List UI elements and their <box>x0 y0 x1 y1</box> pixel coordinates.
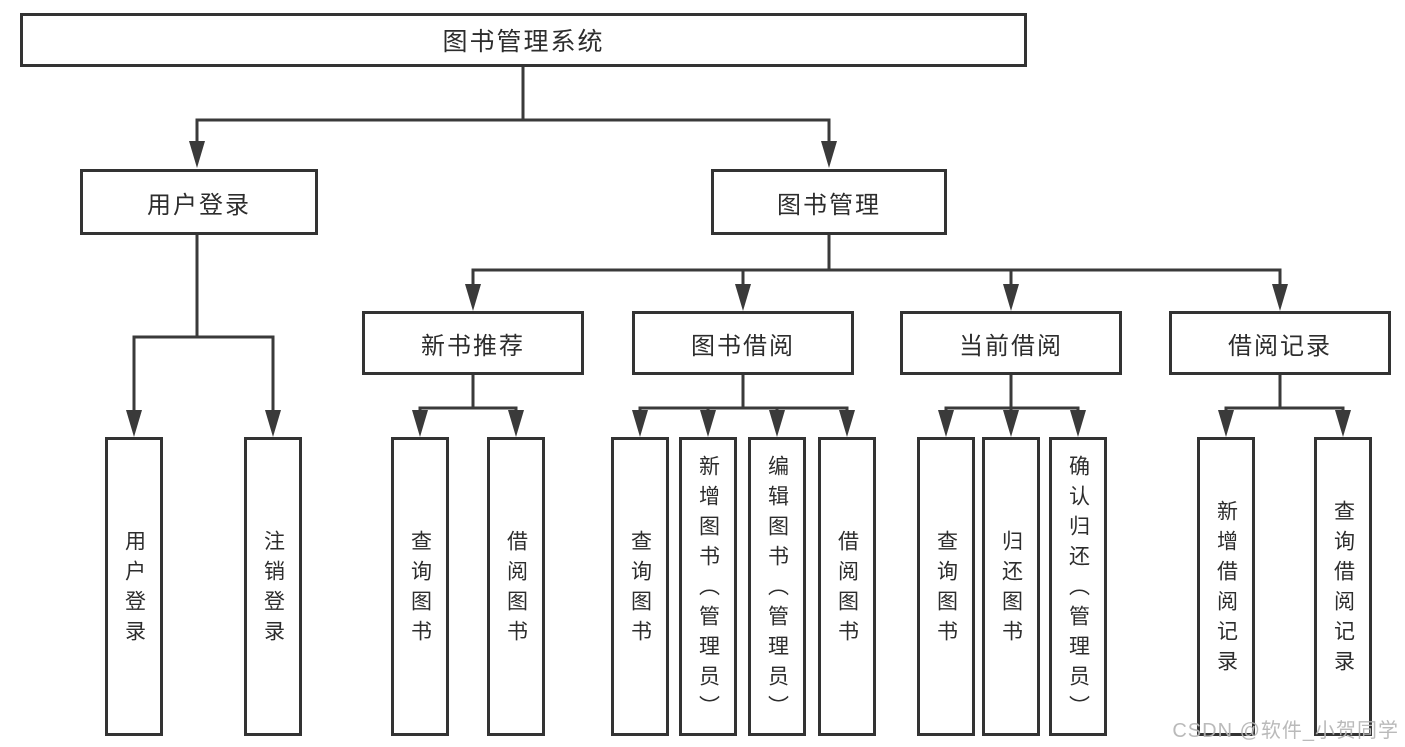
arrowhead-icon <box>735 284 751 311</box>
arrowhead-icon <box>1335 410 1351 437</box>
arrowhead-icon <box>1003 410 1019 437</box>
arrowhead-icon <box>1272 284 1288 311</box>
leaf-borrow-books-recommend: 借阅图书 <box>487 437 545 736</box>
leaf-user-login: 用户登录 <box>105 437 163 736</box>
arrowhead-icon <box>412 410 428 437</box>
leaf-query-books-current: 查询图书 <box>917 437 975 736</box>
arrowhead-icon <box>465 284 481 311</box>
wire-borrow-records <box>1224 373 1345 416</box>
leaf-logout: 注销登录 <box>244 437 302 736</box>
arrowhead-icon <box>821 141 837 168</box>
arrowhead-icon <box>508 410 524 437</box>
leaf-borrow-books: 借阅图书 <box>818 437 876 736</box>
arrowhead-icon <box>632 410 648 437</box>
node-user-login: 用户登录 <box>80 169 318 235</box>
node-book-management: 图书管理 <box>711 169 947 235</box>
wire-book-borrow <box>638 373 849 416</box>
leaf-return-books: 归还图书 <box>982 437 1040 736</box>
node-root-system: 图书管理系统 <box>20 13 1027 67</box>
node-new-book-recommend: 新书推荐 <box>362 311 584 375</box>
node-book-borrow: 图书借阅 <box>632 311 854 375</box>
csdn-watermark: CSDN @软件_小贺同学 <box>1172 720 1399 742</box>
leaf-query-books-recommend: 查询图书 <box>391 437 449 736</box>
node-borrow-records: 借阅记录 <box>1169 311 1391 375</box>
leaf-query-borrow-record: 查询借阅记录 <box>1314 437 1372 736</box>
arrowhead-icon <box>1003 284 1019 311</box>
leaf-add-books-admin: 新增图书（管理员） <box>679 437 737 736</box>
arrowhead-icon <box>700 410 716 437</box>
wire-new-book-recommend <box>418 373 518 416</box>
leaf-add-borrow-record: 新增借阅记录 <box>1197 437 1255 736</box>
leaf-edit-books-admin: 编辑图书（管理员） <box>748 437 806 736</box>
arrowhead-icon <box>839 410 855 437</box>
wire-book-management <box>471 233 1282 289</box>
arrowhead-icon <box>1218 410 1234 437</box>
wire-user-login <box>132 233 275 415</box>
wire-current-borrow <box>944 373 1080 416</box>
wire-root <box>195 65 831 145</box>
leaf-confirm-return-admin: 确认归还（管理员） <box>1049 437 1107 736</box>
arrowhead-icon <box>938 410 954 437</box>
arrowhead-icon <box>126 410 142 437</box>
leaf-query-books-borrow: 查询图书 <box>611 437 669 736</box>
arrowhead-icon <box>769 410 785 437</box>
arrowhead-icon <box>189 141 205 168</box>
node-current-borrow: 当前借阅 <box>900 311 1122 375</box>
arrowhead-icon <box>265 410 281 437</box>
arrowheads <box>126 141 1351 437</box>
arrowhead-icon <box>1070 410 1086 437</box>
